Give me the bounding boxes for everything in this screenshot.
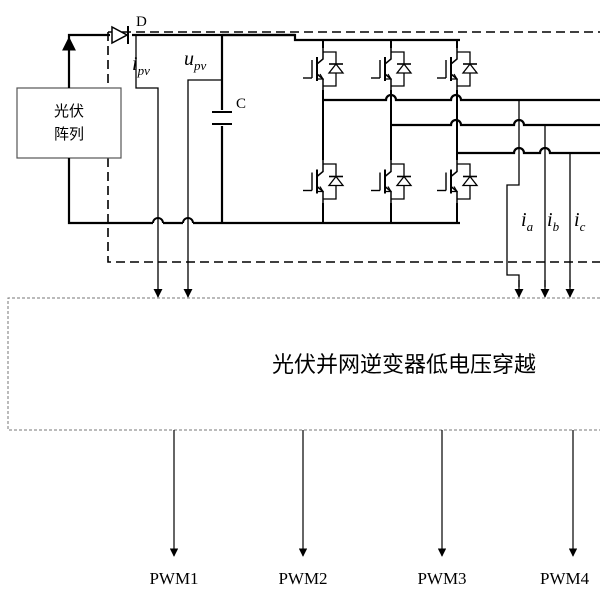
ipv-subscript: pv xyxy=(137,63,151,78)
diode-label: D xyxy=(136,14,147,30)
inverter-bridge xyxy=(303,40,479,223)
dc-link-capacitor: C xyxy=(212,96,246,126)
pwm4-label: PWM4 xyxy=(540,569,590,588)
igbt-upper-c xyxy=(437,48,479,90)
dc-bus-wiring xyxy=(67,33,460,225)
svg-text:ib: ib xyxy=(547,209,560,234)
pv-array-label-line2: 阵列 xyxy=(54,125,84,143)
svg-text:upv: upv xyxy=(184,48,207,73)
ia-symbol: i xyxy=(521,209,527,231)
igbt-lower-b xyxy=(371,160,413,203)
ib-subscript: b xyxy=(553,219,560,234)
upv-subscript: pv xyxy=(193,58,207,73)
pwm2-label: PWM2 xyxy=(278,569,327,588)
pwm-output-arrows xyxy=(169,430,578,557)
diode-d: D xyxy=(111,14,147,45)
igbt-upper-a xyxy=(303,48,345,90)
upv-sensor-line: upv xyxy=(182,48,222,298)
ipv-symbol: i xyxy=(132,53,138,75)
upv-symbol: u xyxy=(184,48,194,70)
igbt-upper-b xyxy=(371,48,413,90)
ib-symbol: i xyxy=(547,209,553,231)
phase-current-sensors xyxy=(506,100,571,287)
ac-output-lines xyxy=(323,93,600,155)
ia-subscript: a xyxy=(527,219,534,234)
igbt-lower-a xyxy=(303,160,345,203)
svg-text:ipv: ipv xyxy=(132,53,150,78)
pv-array-label-line1: 光伏 xyxy=(54,102,84,120)
controller-label: 光伏并网逆变器低电压穿越 xyxy=(272,353,536,378)
pwm3-label: PWM3 xyxy=(417,569,466,588)
pv-array: 光伏 阵列 xyxy=(16,87,122,159)
pwm1-label: PWM1 xyxy=(149,569,198,588)
ic-symbol: i xyxy=(574,209,580,231)
ipv-sensor-line: ipv xyxy=(132,35,164,298)
lvrt-controller-block: 光伏并网逆变器低电压穿越 xyxy=(7,297,600,431)
ic-subscript: c xyxy=(580,219,586,234)
capacitor-label: C xyxy=(236,96,246,112)
svg-text:ic: ic xyxy=(574,209,586,234)
igbt-lower-c xyxy=(437,160,479,203)
svg-text:ia: ia xyxy=(521,209,534,234)
